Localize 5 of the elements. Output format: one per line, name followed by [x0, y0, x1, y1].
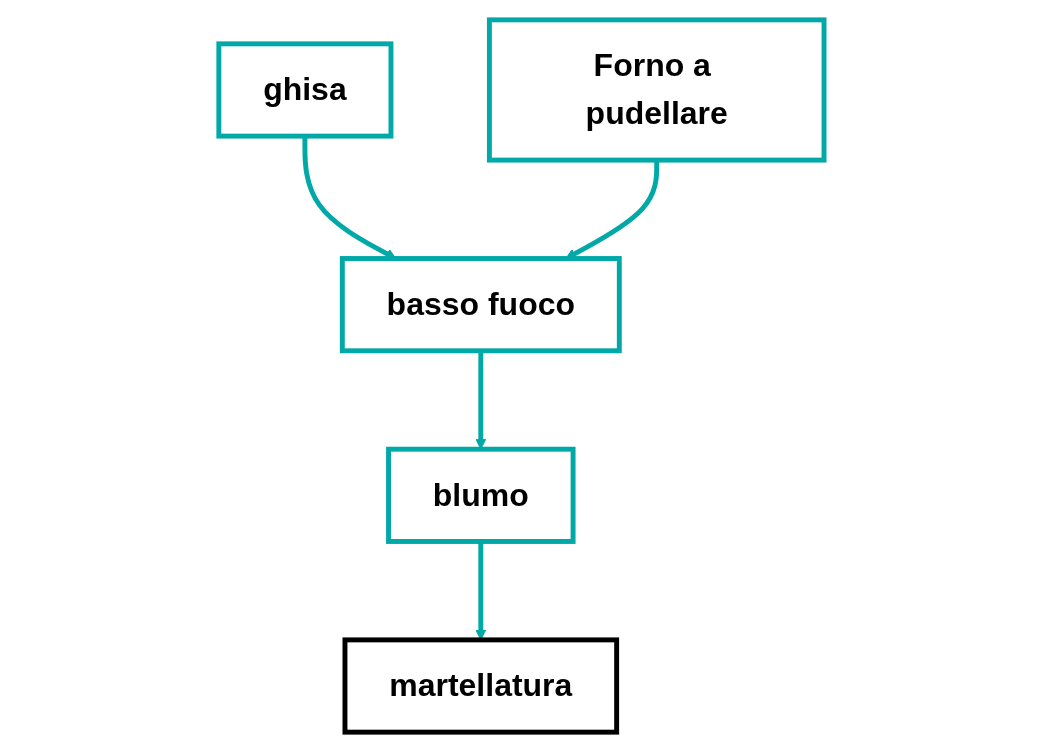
node-box: martellatura	[342, 637, 619, 735]
node-box: basso fuoco	[339, 256, 622, 354]
node-box: ghisa	[215, 41, 393, 139]
node-box: blumo	[385, 446, 576, 544]
node-box: Forno a pudellare	[486, 17, 827, 163]
